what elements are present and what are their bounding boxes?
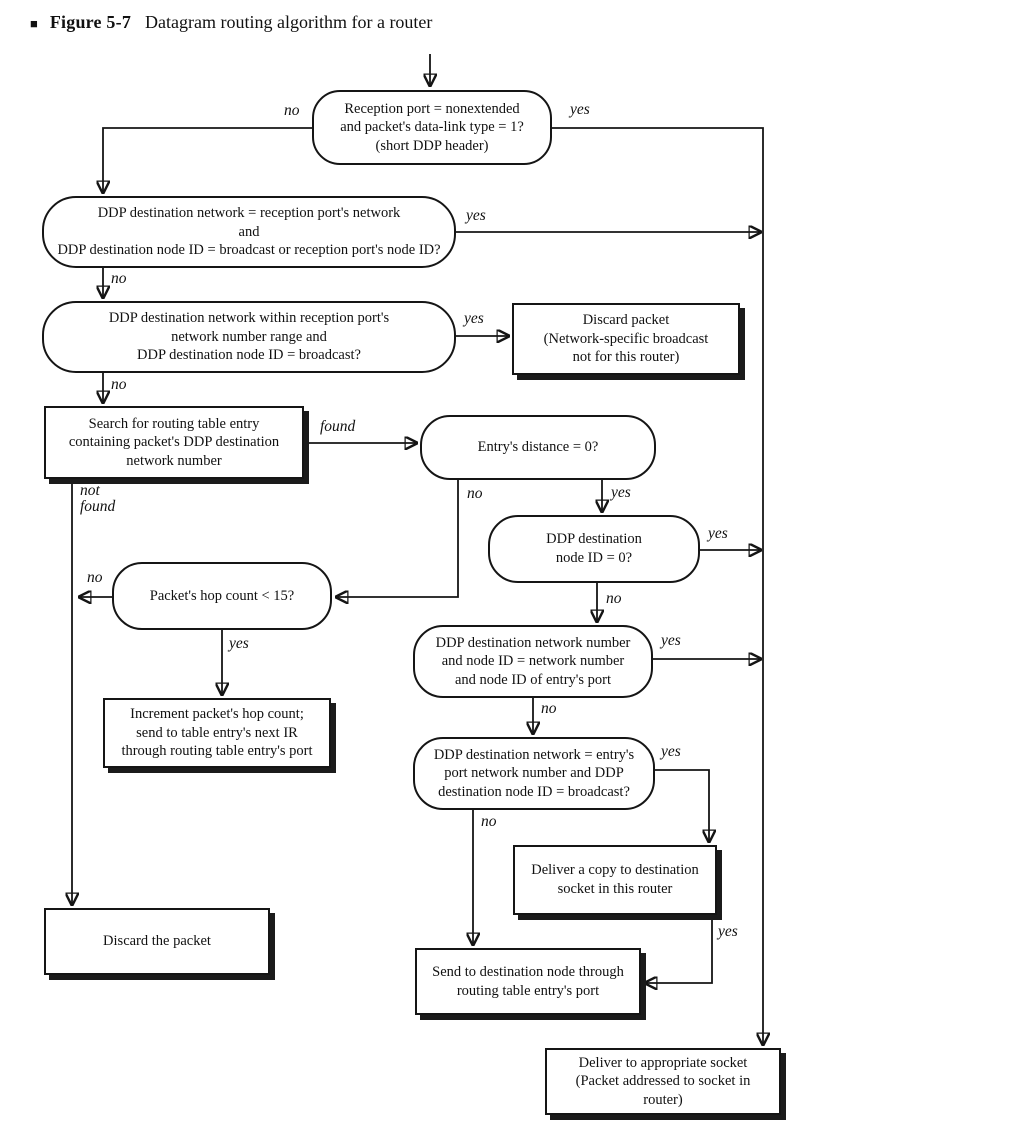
edge-label-yes: yes: [464, 310, 484, 327]
decision-hop-count: Packet's hop count < 15?: [112, 562, 332, 630]
edge-label-no: no: [284, 102, 300, 119]
decision-dest-network-match: DDP destination network = reception port…: [42, 196, 456, 268]
edge-label-no: no: [111, 376, 127, 393]
process-discard-packet-broadcast: Discard packet (Network-specific broadca…: [512, 303, 740, 375]
decision-dest-node-id-zero: DDP destination node ID = 0?: [488, 515, 700, 583]
decision-entry-distance-zero: Entry's distance = 0?: [420, 415, 656, 480]
edge-label-no: no: [467, 485, 483, 502]
process-search-routing-table: Search for routing table entry containin…: [44, 406, 304, 479]
decision-network-range-broadcast: DDP destination network within reception…: [42, 301, 456, 373]
edge-label-no: no: [541, 700, 557, 717]
edge-label-yes: yes: [718, 923, 738, 940]
edge-label-no: no: [87, 569, 103, 586]
edge-label-yes: yes: [570, 101, 590, 118]
edge-label-yes: yes: [661, 632, 681, 649]
edge-label-yes: yes: [708, 525, 728, 542]
square-bullet-icon: ■: [30, 16, 38, 31]
edge-label-not-found: not found: [80, 482, 116, 516]
process-discard-the-packet: Discard the packet: [44, 908, 270, 975]
decision-entry-port-broadcast: DDP destination network = entry's port n…: [413, 737, 655, 810]
figure-title: Datagram routing algorithm for a router: [145, 12, 433, 32]
edge-label-no: no: [111, 270, 127, 287]
decision-net-node-match-entry-port: DDP destination network number and node …: [413, 625, 653, 698]
edge-label-yes: yes: [229, 635, 249, 652]
figure-number: Figure 5-7: [49, 12, 132, 32]
process-increment-hop-count: Increment packet's hop count; send to ta…: [103, 698, 331, 768]
edge-label-no: no: [606, 590, 622, 607]
edge-label-yes: yes: [611, 484, 631, 501]
edge-label-yes: yes: [466, 207, 486, 224]
process-deliver-socket: Deliver to appropriate socket (Packet ad…: [545, 1048, 781, 1115]
process-deliver-copy: Deliver a copy to destination socket in …: [513, 845, 717, 915]
process-send-dest-node: Send to destination node through routing…: [415, 948, 641, 1015]
edge-label-no: no: [481, 813, 497, 830]
edge-label-found: found: [320, 418, 356, 435]
figure-header: ■ Figure 5-7 Datagram routing algorithm …: [30, 12, 432, 33]
edge-label-yes: yes: [661, 743, 681, 760]
decision-short-ddp-header: Reception port = nonextended and packet'…: [312, 90, 552, 165]
